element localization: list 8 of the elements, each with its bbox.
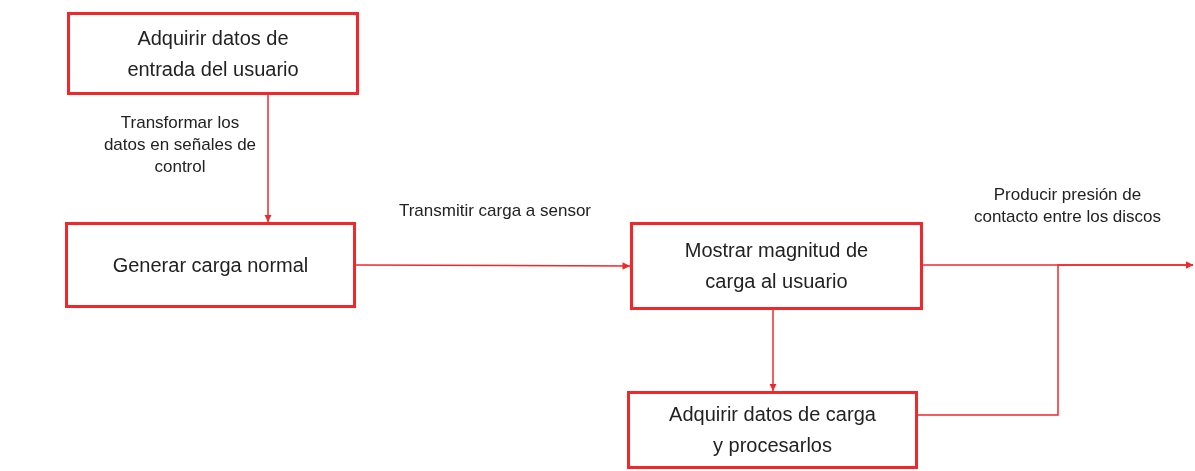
arrow bbox=[769, 309, 777, 392]
process-box: Adquirir datos de entrada del usuario bbox=[67, 12, 359, 95]
process-box: Generar carga normal bbox=[65, 222, 356, 308]
process-box: Mostrar magnitud de carga al usuario bbox=[630, 222, 923, 310]
process-box: Adquirir datos de carga y procesarlos bbox=[627, 391, 918, 469]
arrow bbox=[355, 262, 631, 270]
arrow bbox=[264, 94, 272, 223]
arrow bbox=[917, 261, 1194, 416]
